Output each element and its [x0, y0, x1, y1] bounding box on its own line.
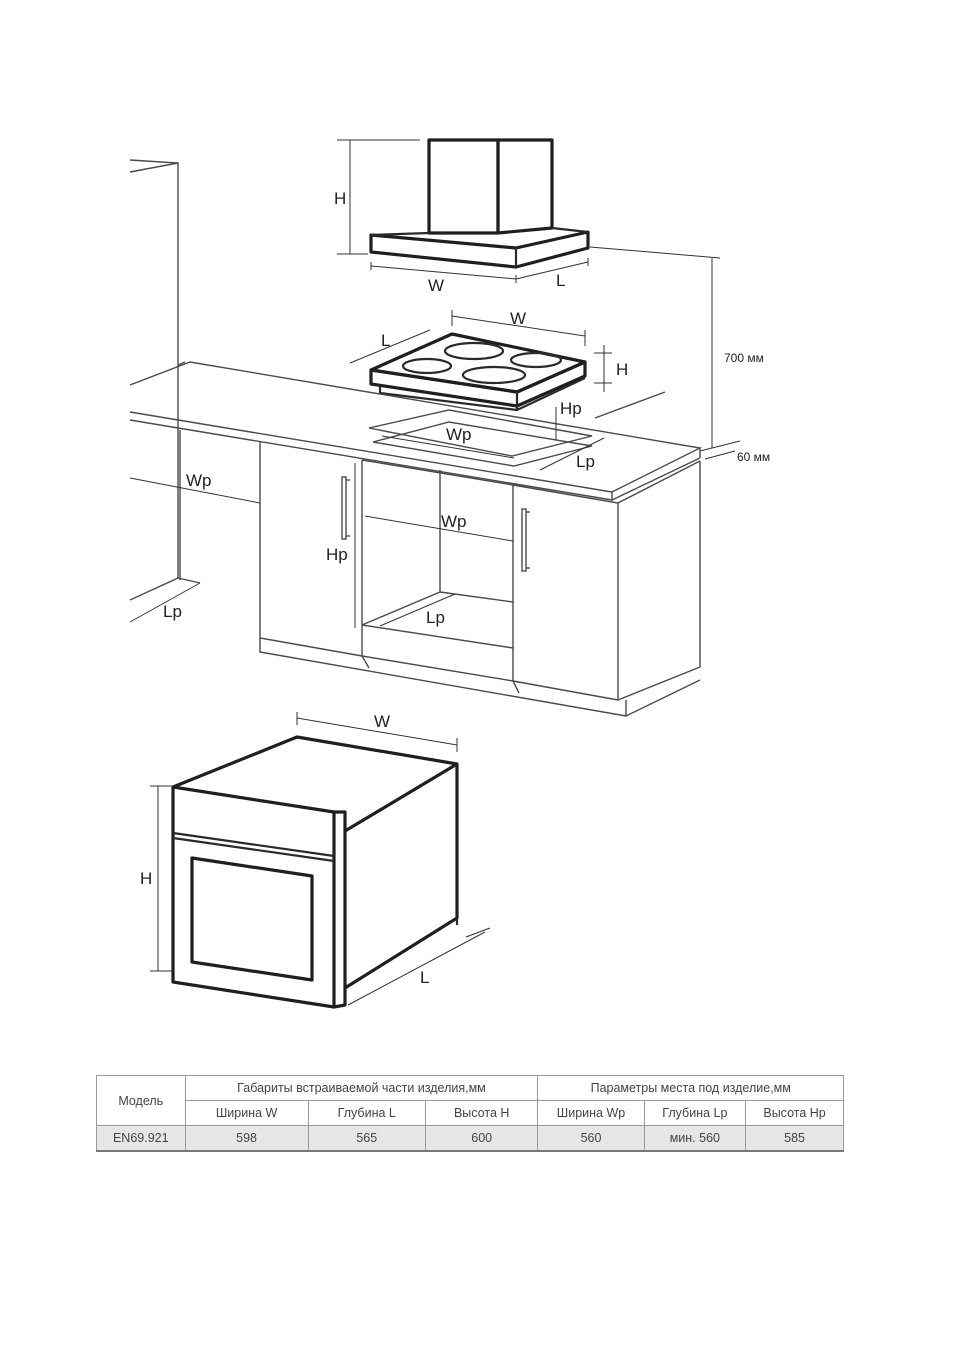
- table-cell: мин. 560: [644, 1126, 746, 1152]
- cabinet-depth-left-label: Lp: [163, 602, 182, 621]
- model-header: Модель: [97, 1076, 186, 1126]
- hood-dimensions: [337, 140, 720, 283]
- dimensions-table: Модель Габариты встраиваемой части издел…: [96, 1075, 844, 1152]
- niche-group-header: Параметры места под изделие,мм: [538, 1076, 844, 1101]
- wall-outline: [130, 160, 200, 600]
- cooker-hood: [371, 140, 588, 267]
- table-cell: 565: [308, 1126, 425, 1152]
- column-header: Высота H: [425, 1101, 538, 1126]
- installation-diagram: H W L 700 мм 60 мм W L H: [0, 0, 955, 1060]
- cutout-depth-label: Lp: [576, 452, 595, 471]
- table-cell: 600: [425, 1126, 538, 1152]
- cutout-width-label: Wp: [446, 425, 472, 444]
- column-header: Глубина L: [308, 1101, 425, 1126]
- cabinet-width-mid-label: Wp: [441, 512, 467, 531]
- cabinet-height-label: Hp: [326, 545, 348, 564]
- hood-width-label: W: [428, 276, 444, 295]
- hood-distance-label: 700 мм: [724, 351, 764, 365]
- hood-depth-label: L: [556, 271, 565, 290]
- table-header-row: Модель Габариты встраиваемой части издел…: [97, 1076, 844, 1101]
- table-subheader-row: Ширина W Глубина L Высота H Ширина Wp Гл…: [97, 1101, 844, 1126]
- table-row: EN69.921 598 565 600 560 мин. 560 585: [97, 1126, 844, 1152]
- hob-width-label: W: [510, 309, 526, 328]
- oven-depth-label: L: [420, 968, 429, 987]
- column-header: Высота Hp: [746, 1101, 844, 1126]
- hood-height-label: H: [334, 189, 346, 208]
- column-header: Ширина Wp: [538, 1101, 644, 1126]
- oven: [173, 737, 457, 1007]
- column-header: Глубина Lp: [644, 1101, 746, 1126]
- oven-height-label: H: [140, 869, 152, 888]
- table-cell: 585: [746, 1126, 844, 1152]
- column-header: Ширина W: [185, 1101, 308, 1126]
- built-in-group-header: Габариты встраиваемой части изделия,мм: [185, 1076, 538, 1101]
- countertop: [130, 362, 700, 500]
- cabinet-depth-mid-label: Lp: [426, 608, 445, 627]
- table-cell: 560: [538, 1126, 644, 1152]
- hob-depth-label: L: [381, 331, 390, 350]
- wall-distance-label: 60 мм: [737, 450, 770, 464]
- cabinets: [180, 430, 700, 716]
- model-cell: EN69.921: [97, 1126, 186, 1152]
- cabinet-width-left-label: Wp: [186, 471, 212, 490]
- table-cell: 598: [185, 1126, 308, 1152]
- hob-height-label: H: [616, 360, 628, 379]
- cutout-height-label: Hp: [560, 399, 582, 418]
- oven-width-label: W: [374, 712, 390, 731]
